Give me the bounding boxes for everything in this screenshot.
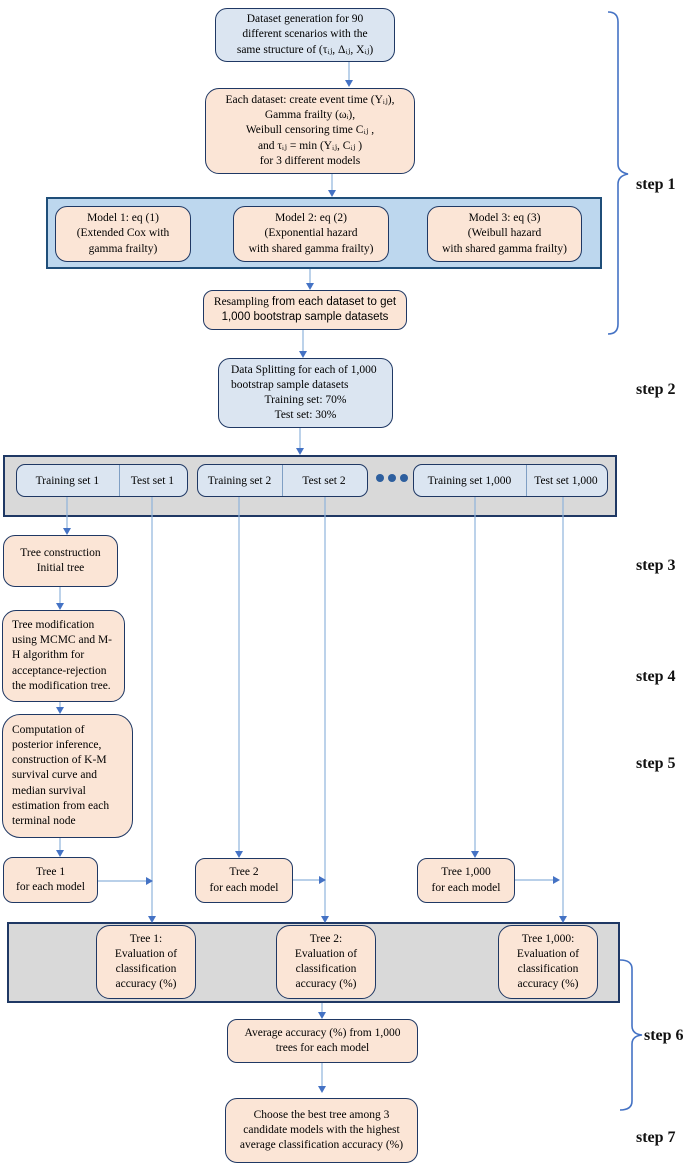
step-4-label: step 4 [636,668,676,685]
arrowhead-down-icon [471,851,479,858]
step-1-label: step 1 [636,176,676,193]
train-test-pair-1000: Training set 1,000 Test set 1,000 [413,464,608,497]
posterior-computation-node: Computation of posterior inference, cons… [2,714,133,838]
train-test-pair-2: Training set 2 Test set 2 [197,464,368,497]
arrowhead-down-icon [56,603,64,610]
tree-1000-evaluation-node: Tree 1,000: Evaluation of classification… [498,925,598,999]
training-set-1000-cell: Training set 1,000 [427,474,512,487]
step-3-label: step 3 [636,557,676,574]
arrowhead-down-icon [306,283,314,290]
data-splitting-sets-text: Training set: 70% Test set: 30% [264,394,347,422]
step-6-label: step 6 [644,1027,684,1044]
tree-1-evaluation-node: Tree 1: Evaluation of classification acc… [96,925,196,999]
training-set-1-cell: Training set 1 [35,474,100,487]
training-set-2-cell: Training set 2 [207,474,272,487]
each-dataset-node: Each dataset: create event time (Yᵢⱼ), G… [205,88,415,174]
resampling-text: Resampling from each dataset to get 1,00… [214,295,396,325]
step-1-brace [607,11,629,335]
ellipsis-dots [376,474,408,482]
arrowhead-down-icon [235,851,243,858]
arrowhead-down-icon [56,850,64,857]
data-splitting-text: Data Splitting for each of 1,000 bootstr… [231,363,377,391]
step-6-brace [619,959,643,1111]
tree-2-evaluation-node: Tree 2: Evaluation of classification acc… [276,925,376,999]
ellipsis-dot [376,474,384,482]
resampling-node: Resampling from each dataset to get 1,00… [203,290,407,330]
model-3-node: Model 3: eq (3) (Weibull hazard with sha… [427,206,582,262]
ellipsis-dot [388,474,396,482]
dataset-generation-node: Dataset generation for 90 different scen… [215,8,395,62]
arrowhead-right-icon [146,877,153,885]
resampling-lead-text: Resampling [213,295,269,308]
tree-2-result-node: Tree 2 for each model [195,858,293,903]
train-test-pair-1: Training set 1 Test set 1 [16,464,188,497]
tree-construction-node: Tree construction Initial tree [3,535,118,587]
train-test-divider [282,465,283,496]
tree-modification-node: Tree modification using MCMC and M- H al… [2,610,125,702]
data-splitting-node: Data Splitting for each of 1,000 bootstr… [218,358,393,428]
arrowhead-down-icon [56,707,64,714]
arrowhead-down-icon [296,448,304,455]
train-test-divider [526,465,527,496]
choose-best-tree-node: Choose the best tree among 3 candidate m… [225,1098,418,1163]
test-set-1-cell: Test set 1 [130,474,175,487]
test-set-1000-cell: Test set 1,000 [534,474,598,487]
step-2-label: step 2 [636,381,676,398]
arrowhead-right-icon [553,876,560,884]
train-test-divider [119,465,120,496]
arrowhead-right-icon [319,876,326,884]
arrowhead-down-icon [299,351,307,358]
step-5-label: step 5 [636,755,676,772]
tree-1-result-node: Tree 1 for each model [3,857,98,903]
model-1-node: Model 1: eq (1) (Extended Cox with gamma… [55,206,191,262]
ellipsis-dot [400,474,408,482]
arrowhead-down-icon [318,1012,326,1019]
resampling-rest-text: from each dataset to get 1,000 bootstrap… [221,295,397,323]
arrowhead-down-icon [318,1086,326,1093]
tree-1000-result-node: Tree 1,000 for each model [417,858,515,903]
arrowhead-down-icon [63,528,71,535]
arrowhead-down-icon [328,190,336,197]
step-7-label: step 7 [636,1129,676,1146]
average-accuracy-node: Average accuracy (%) from 1,000 trees fo… [227,1019,418,1063]
test-set-2-cell: Test set 2 [302,474,346,487]
arrowhead-down-icon [345,80,353,87]
model-2-node: Model 2: eq (2) (Exponential hazard with… [233,206,389,262]
